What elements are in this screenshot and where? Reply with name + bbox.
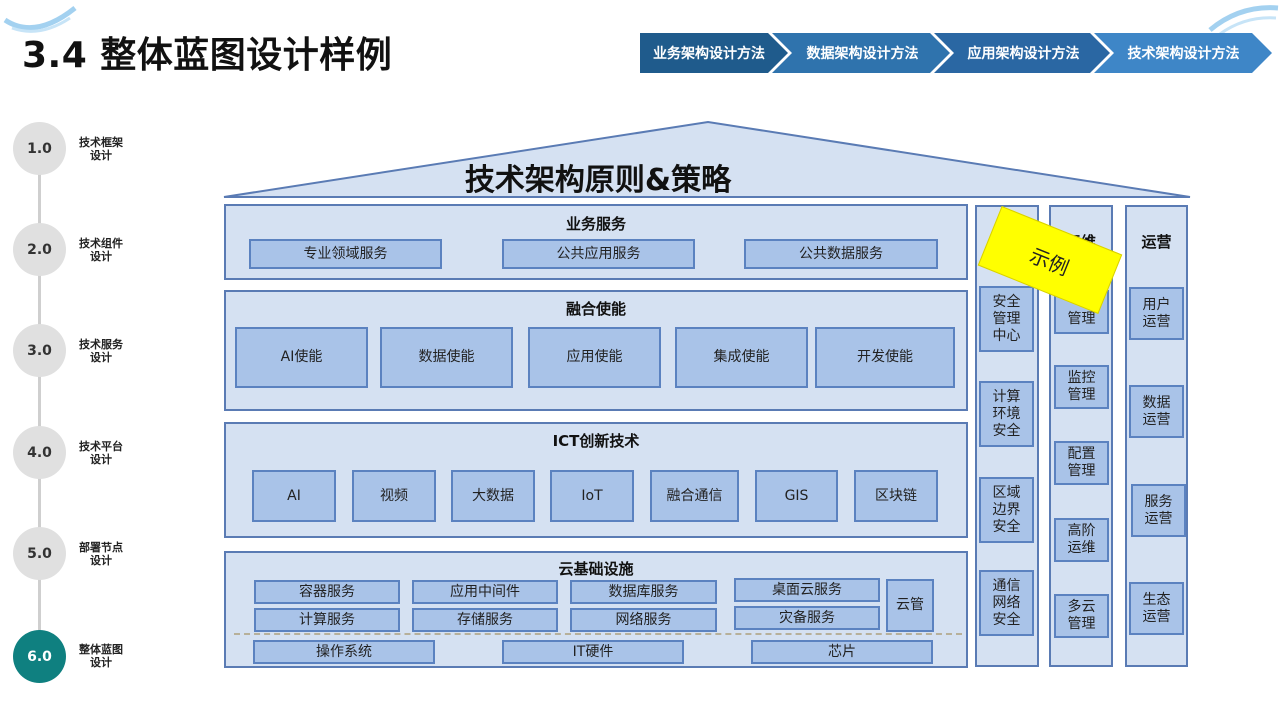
ops-item-4[interactable]: 高阶 运维	[1054, 518, 1109, 562]
timeline-label-3: 技术服务 设计	[79, 338, 123, 364]
step-business-architecture[interactable]: 业务架构设计方法	[653, 46, 765, 62]
timeline-label-5: 部署节点 设计	[79, 541, 123, 567]
ict-item-1[interactable]: AI	[252, 470, 336, 522]
fusion-item-5[interactable]: 开发使能	[815, 327, 955, 388]
cloud-row1-item-4[interactable]: 桌面云服务	[734, 578, 880, 602]
timeline-node-5[interactable]: 5.0	[13, 527, 66, 580]
ict-item-7[interactable]: 区块链	[854, 470, 938, 522]
operation-item-2[interactable]: 数据 运营	[1129, 385, 1184, 438]
security-item-1[interactable]: 安全 管理 中心	[979, 286, 1034, 352]
cloud-bottom-item-2[interactable]: IT硬件	[502, 640, 684, 664]
fusion-item-1[interactable]: AI使能	[235, 327, 368, 388]
swoosh-decoration-right	[1208, 5, 1279, 36]
fusion-enablement-title: 融合使能	[565, 300, 626, 318]
page-title: 3.4 整体蓝图设计样例	[22, 35, 393, 76]
timeline-label-2: 技术组件 设计	[79, 237, 123, 263]
step-technical-architecture[interactable]: 技术架构设计方法	[1127, 46, 1240, 62]
ops-item-2[interactable]: 监控 管理	[1054, 365, 1109, 409]
timeline-label-4: 技术平台 设计	[79, 440, 123, 466]
fusion-item-4[interactable]: 集成使能	[675, 327, 808, 388]
cloud-infrastructure-title: 云基础设施	[558, 560, 634, 578]
operation-item-3[interactable]: 服务 运营	[1131, 484, 1186, 537]
security-item-2[interactable]: 计算 环境 安全	[979, 381, 1034, 447]
business-services-title: 业务服务	[565, 215, 626, 233]
cloud-bottom-item-1[interactable]: 操作系统	[253, 640, 435, 664]
cloud-bottom-item-3[interactable]: 芯片	[751, 640, 933, 664]
timeline-label-1: 技术框架 设计	[79, 136, 123, 162]
business-item-2[interactable]: 公共应用服务	[502, 239, 695, 269]
timeline-node-6[interactable]: 6.0	[13, 630, 66, 683]
ict-item-5[interactable]: 融合通信	[650, 470, 739, 522]
timeline-node-4[interactable]: 4.0	[13, 426, 66, 479]
operation-item-4[interactable]: 生态 运营	[1129, 582, 1184, 635]
timeline-node-2[interactable]: 2.0	[13, 223, 66, 276]
operation-item-1[interactable]: 用户 运营	[1129, 287, 1184, 340]
ict-item-6[interactable]: GIS	[755, 470, 838, 522]
cloud-row2-item-1[interactable]: 计算服务	[254, 608, 400, 632]
cloud-row2-item-3[interactable]: 网络服务	[570, 608, 717, 632]
cloud-divider-dashed	[234, 633, 962, 635]
fusion-item-2[interactable]: 数据使能	[380, 327, 513, 388]
roof-shape	[223, 120, 1191, 198]
cloud-management-box[interactable]: 云管	[886, 579, 934, 632]
timeline-line	[38, 150, 41, 660]
ops-item-3[interactable]: 配置 管理	[1054, 441, 1109, 485]
timeline-label-6: 整体蓝图 设计	[79, 643, 123, 669]
roof-title: 技术架构原则&策略	[464, 163, 732, 198]
timeline-node-3[interactable]: 3.0	[13, 324, 66, 377]
fusion-item-3[interactable]: 应用使能	[528, 327, 661, 388]
swoosh-decoration-left	[3, 6, 77, 33]
ict-item-3[interactable]: 大数据	[451, 470, 535, 522]
cloud-row1-item-3[interactable]: 数据库服务	[570, 580, 717, 604]
operation-column-title: 运营	[1141, 233, 1172, 251]
timeline-node-1[interactable]: 1.0	[13, 122, 66, 175]
business-item-1[interactable]: 专业领域服务	[249, 239, 442, 269]
ict-item-2[interactable]: 视频	[352, 470, 436, 522]
security-item-4[interactable]: 通信 网络 安全	[979, 570, 1034, 636]
cloud-row2-item-2[interactable]: 存储服务	[412, 608, 558, 632]
business-item-3[interactable]: 公共数据服务	[744, 239, 938, 269]
step-data-architecture[interactable]: 数据架构设计方法	[806, 46, 919, 62]
step-chevron-bar	[640, 33, 1272, 73]
step-application-architecture[interactable]: 应用架构设计方法	[967, 46, 1080, 62]
ict-item-4[interactable]: IoT	[550, 470, 634, 522]
security-item-3[interactable]: 区域 边界 安全	[979, 477, 1034, 543]
cloud-row1-item-2[interactable]: 应用中间件	[412, 580, 558, 604]
cloud-row1-item-1[interactable]: 容器服务	[254, 580, 400, 604]
ict-innovation-title: ICT创新技术	[552, 432, 640, 450]
cloud-row2-item-4[interactable]: 灾备服务	[734, 606, 880, 630]
ops-item-5[interactable]: 多云 管理	[1054, 594, 1109, 638]
